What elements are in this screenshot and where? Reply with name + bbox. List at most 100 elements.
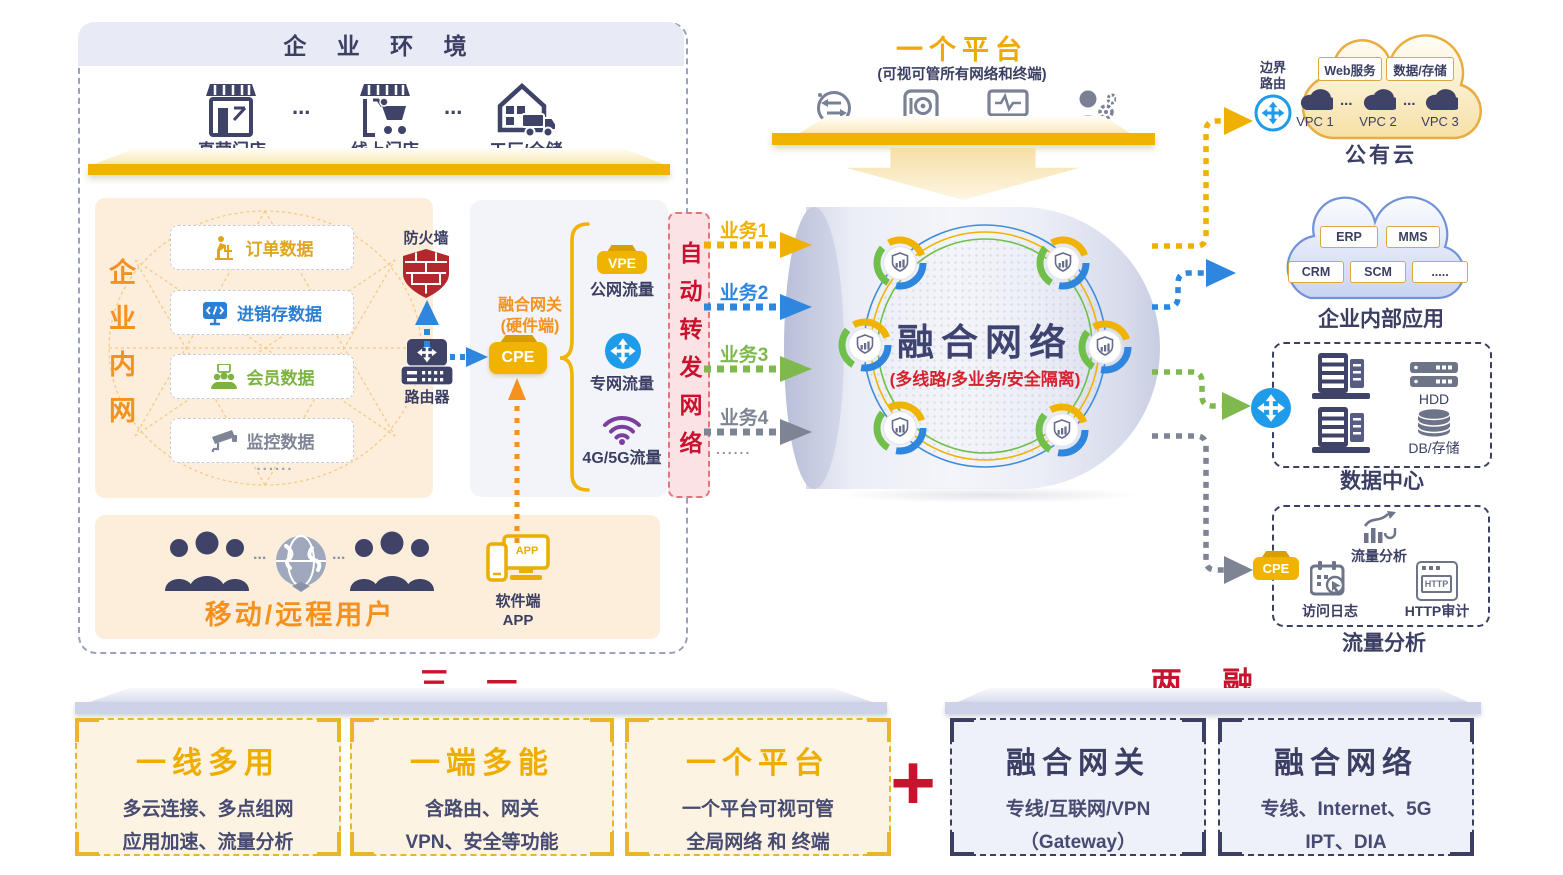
summary-card-title: 一线多用 [136, 747, 280, 780]
security-badge-icon [1036, 236, 1090, 290]
data-card-label: 订单数据 [245, 240, 314, 259]
intranet-side-label: 企业内网 [105, 258, 135, 442]
dots: ... [332, 546, 346, 563]
summary-card-title: 融合网关 [1006, 747, 1150, 780]
db-label: DB/存储 [1408, 439, 1460, 456]
server-rack-icon [1312, 353, 1370, 399]
summary-right-platform-top [958, 688, 1468, 702]
summary-card-line2: 应用加速、流量分析 [122, 832, 294, 853]
summary-card-title: 一端多能 [410, 747, 554, 780]
warehouse-truck-icon [497, 82, 557, 138]
hdd-label: HDD [1418, 390, 1450, 407]
access-log-label: 访问日志 [1302, 602, 1358, 619]
core-network-subtitle: (多线路/多业务/安全隔离) [889, 369, 1081, 389]
service-2-label: 业务2 [719, 282, 769, 304]
hdd-icon [1410, 362, 1458, 387]
datacenter-label: 数据中心 [1340, 470, 1424, 493]
core-network-title: 融合网络 [897, 322, 1073, 363]
app-tag-scm: SCM [1350, 261, 1406, 283]
ellipsis: ...... [256, 456, 294, 474]
access-log-icon [1310, 561, 1345, 596]
summary-card-line2: （Gateway） [1019, 832, 1137, 853]
core-cylinder-shadow [840, 487, 1140, 503]
summary-card-title: 一个平台 [686, 747, 830, 780]
cpe-box: CPE [489, 342, 547, 374]
summary-card-title: 融合网络 [1274, 747, 1418, 780]
traffic-label-private: 专网流量 [589, 376, 654, 393]
dots: ... [292, 94, 311, 119]
edge-router-icon [1254, 94, 1292, 132]
summary-card-line2: 全局网络 和 终端 [686, 832, 830, 853]
vpe-label: VPE [607, 254, 636, 271]
edge-router-label-line2: 路由 [1259, 76, 1286, 91]
mobile-users-panel [95, 515, 660, 639]
vpc-label: VPC 1 [1296, 113, 1334, 129]
traffic-chart-label: 流量分析 [1351, 547, 1407, 564]
app-tag-more: ..... [1412, 261, 1468, 283]
summary-left-platform-top [90, 688, 872, 702]
edge-router-label: 边界 路由 [1258, 60, 1288, 92]
internal-apps-cloud-shape [1286, 196, 1465, 300]
wifi-icon [603, 415, 641, 445]
summary-card-line1: 一个平台可视可管 [681, 799, 834, 820]
data-card-orders: 订单数据 [170, 225, 354, 270]
app-tag-mms: MMS [1386, 226, 1440, 248]
service-3-label: 业务3 [719, 344, 769, 366]
big-down-arrow [846, 148, 1080, 200]
auto-forward-panel: 自动转发网络 [668, 212, 710, 498]
summary-left-platform-bar [75, 702, 887, 714]
inventory-data-icon [203, 301, 227, 325]
server-rack-icon [1312, 407, 1370, 453]
vpc-cloud-icon [1300, 89, 1333, 110]
security-badge-icon [873, 236, 927, 290]
summary-card-multi-function: 一端多能 含路由、网关 VPN、安全等功能 [350, 718, 614, 856]
user-group-icon [350, 531, 434, 591]
ta-cpe-label: CPE [1262, 561, 1290, 576]
enterprise-environment-header: 企 业 环 境 [78, 22, 684, 66]
summary-right-platform-bar [945, 702, 1481, 714]
http-badge: HTTP [1421, 575, 1452, 593]
http-badge-text: HTTP [1424, 579, 1449, 589]
brace [559, 222, 590, 492]
public-cloud-label: 公有云 [1345, 144, 1417, 167]
traffic-chart-icon [1363, 511, 1397, 543]
http-audit-icon: HTTP [1416, 561, 1458, 601]
data-card-monitoring: 监控数据 [170, 418, 354, 463]
cloud-tag-web: Web服务 [1318, 57, 1382, 81]
traffic-label-public: 公网流量 [589, 282, 654, 299]
globe-icon [276, 535, 326, 592]
edge-router-label-line1: 边界 [1259, 60, 1286, 75]
private-net-icon [605, 333, 641, 369]
vpe-hat [607, 245, 637, 252]
cloud-tag-label: 数据/存储 [1393, 63, 1447, 78]
vpc-label: VPC 2 [1359, 113, 1397, 129]
traffic-analysis-panel [1272, 505, 1490, 627]
cloud-tag-label: Web服务 [1324, 63, 1376, 78]
summary-card-one-platform: 一个平台 一个平台可视可管 全局网络 和 终端 [625, 718, 891, 856]
stage-glow [95, 148, 663, 164]
http-audit-label: HTTP审计 [1404, 602, 1470, 619]
member-data-icon [210, 363, 237, 389]
firewall-icon [403, 249, 449, 298]
cloud-tag-storage: 数据/存储 [1386, 57, 1454, 81]
storefront-icon [206, 84, 256, 137]
plus-sign: + [890, 737, 936, 826]
vpe-badge: VPE [597, 251, 647, 274]
online-store-icon [360, 84, 410, 137]
traffic-analysis-label: 流量分析 [1342, 632, 1426, 655]
summary-card-line2: IPT、DIA [1305, 832, 1387, 853]
summary-card-multi-use: 一线多用 多云连接、多点组网 应用加速、流量分析 [75, 718, 341, 856]
software-app-icon [486, 534, 550, 582]
security-badge-icon [1035, 403, 1089, 457]
user-group-icon [165, 531, 249, 591]
router-icon [401, 339, 453, 385]
data-card-label: 监控数据 [246, 433, 315, 452]
summary-card-line1: 含路由、网关 [424, 799, 539, 820]
app-tag-crm: CRM [1288, 261, 1344, 283]
platform-glow [800, 116, 1130, 133]
summary-card-converged-gateway: 融合网关 专线/互联网/VPN （Gateway） [950, 718, 1206, 856]
service-4-label: 业务4 [719, 407, 769, 429]
ta-cpe-hat [1262, 551, 1290, 557]
app-tag-label: ERP [1336, 230, 1362, 244]
software-client-line1: 软件端 [495, 593, 541, 610]
